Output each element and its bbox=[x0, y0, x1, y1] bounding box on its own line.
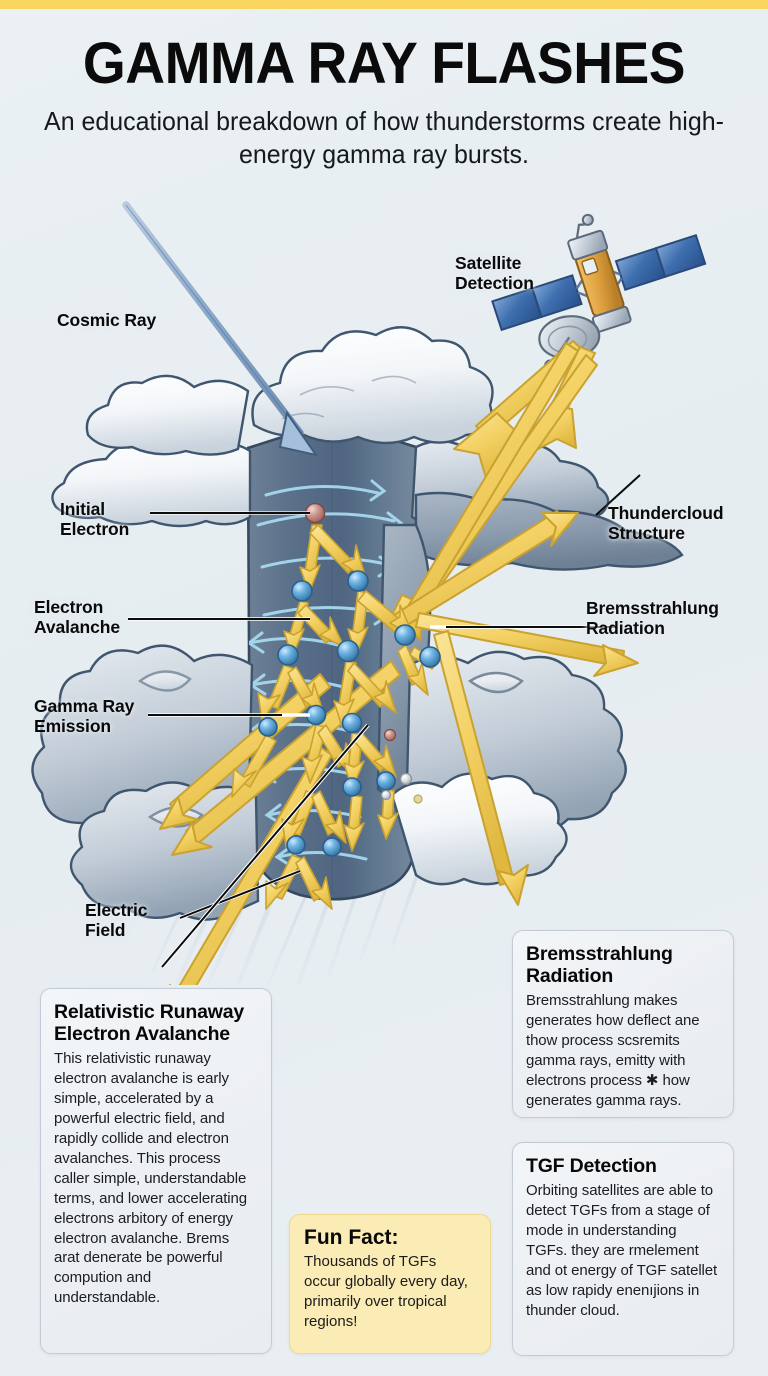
card-tgf-detection: TGF Detection Orbiting satellites are ab… bbox=[512, 1142, 734, 1356]
card-rrea-title-line2: Electron Avalanche bbox=[54, 1023, 230, 1046]
label-gamma-ray-emission: Gamma Ray Emission bbox=[34, 696, 134, 737]
label-bremsstrahlung-radiation: Bremsstrahlung Radiation bbox=[586, 598, 719, 639]
top-accent-bar bbox=[0, 0, 768, 9]
card-fun-fact-title: Fun Fact: bbox=[304, 1226, 399, 1249]
label-electric-field: Electric Field bbox=[85, 900, 148, 941]
card-rrea-body: This relativistic runaway electron avala… bbox=[54, 1050, 248, 1307]
label-gamma-ray-emission-line2: Emission bbox=[34, 716, 112, 737]
label-bremsstrahlung-radiation-line2: Radiation bbox=[586, 618, 665, 639]
leader-lines bbox=[128, 474, 641, 969]
card-brems-body: Bremsstrahlung makes generates how defle… bbox=[526, 992, 700, 1109]
label-electron-avalanche-line1: Electron bbox=[34, 597, 104, 617]
cloud-right-flank bbox=[376, 523, 627, 886]
electron-particles bbox=[258, 502, 441, 857]
card-bremsstrahlung-radiation: Bremsstrahlung Radiation Bremsstrahlung … bbox=[512, 930, 734, 1118]
label-thundercloud-structure-line1: Thundercloud bbox=[608, 503, 724, 523]
label-cosmic-ray: Cosmic Ray bbox=[57, 310, 156, 330]
label-gamma-ray-emission-line1: Gamma Ray bbox=[34, 696, 135, 716]
label-thundercloud-structure: Thundercloud Structure bbox=[608, 503, 724, 544]
card-brems-title-line2: Radiation bbox=[526, 965, 614, 988]
label-thundercloud-structure-line2: Structure bbox=[608, 523, 685, 544]
label-satellite-detection: Satellite Detection bbox=[455, 253, 534, 294]
label-electric-field-line2: Field bbox=[85, 920, 126, 941]
label-initial-electron-line2: Electron bbox=[60, 519, 130, 540]
label-electric-field-line1: Electric bbox=[85, 900, 148, 920]
thunderstorm-diagram bbox=[0, 195, 768, 985]
cloud-top-dome bbox=[251, 326, 494, 445]
label-electron-avalanche: Electron Avalanche bbox=[34, 597, 120, 638]
label-initial-electron-line1: Initial bbox=[60, 499, 105, 519]
electron-avalanche-cascade bbox=[231, 502, 441, 910]
card-fun-fact-body: Thousands of TGFs occur globally every d… bbox=[304, 1253, 468, 1330]
cloud-anvil-left bbox=[51, 374, 252, 528]
header: GAMMA RAY FLASHES An educational breakdo… bbox=[0, 34, 768, 172]
label-bremsstrahlung-radiation-line1: Bremsstrahlung bbox=[586, 598, 719, 618]
card-rrea-title: Relativistic Runaway Electron Avalanche bbox=[54, 1001, 258, 1045]
card-fun-fact: Fun Fact: Thousands of TGFs occur global… bbox=[289, 1214, 491, 1354]
card-tgf-body: Orbiting satellites are able to detect T… bbox=[526, 1182, 718, 1319]
label-satellite-detection-line2: Detection bbox=[455, 273, 534, 294]
label-initial-electron: Initial Electron bbox=[60, 499, 129, 540]
page-subtitle: An educational breakdown of how thunders… bbox=[44, 106, 724, 170]
satellite-icon bbox=[491, 213, 707, 372]
page-title: GAMMA RAY FLASHES bbox=[82, 31, 686, 96]
card-tgf-title: TGF Detection bbox=[526, 1155, 657, 1177]
label-cosmic-ray-line1: Cosmic Ray bbox=[57, 310, 157, 330]
card-rrea-title-line1: Relativistic Runaway bbox=[54, 1001, 244, 1023]
label-satellite-detection-line1: Satellite bbox=[455, 253, 522, 273]
cosmic-ray-beam bbox=[122, 201, 319, 457]
label-electron-avalanche-line2: Avalanche bbox=[34, 617, 120, 638]
card-brems-title-line1: Bremsstrahlung bbox=[526, 943, 673, 965]
card-relativistic-runaway-electron-avalanche: Relativistic Runaway Electron Avalanche … bbox=[40, 988, 272, 1354]
card-brems-title: Bremsstrahlung Radiation bbox=[526, 943, 720, 987]
